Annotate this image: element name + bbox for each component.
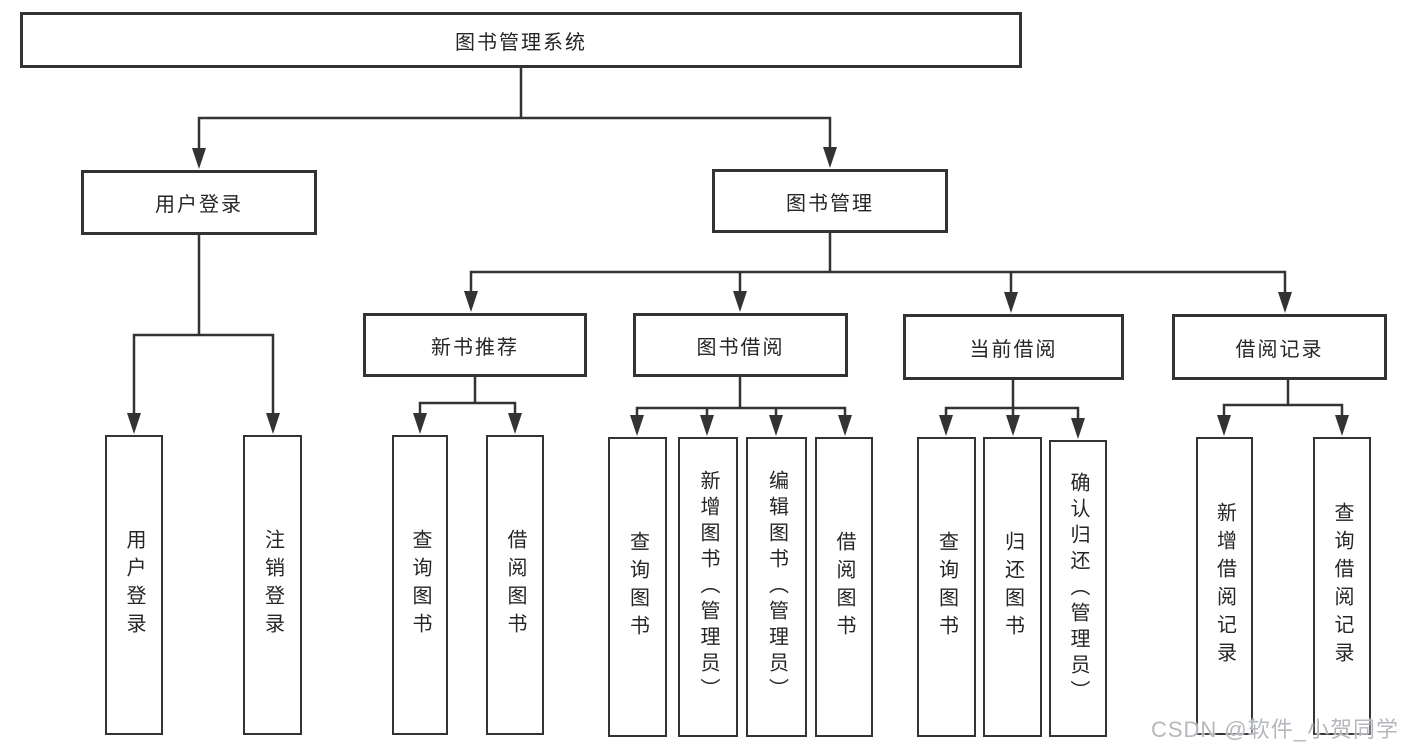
leaf-bb-add-book-admin-label: 新增图书（管理员） [697,470,719,704]
node-book-borrow-label: 图书借阅 [696,336,785,359]
leaf-br-query-record: 查询借阅记录 [1313,437,1371,735]
leaf-nbr-borrow-book: 借阅图书 [486,435,544,735]
leaf-cb-query-book: 查询图书 [917,437,976,737]
node-new-book-rec-label: 新书推荐 [431,336,519,359]
leaf-bb-borrow-book: 借阅图书 [815,437,873,737]
leaf-logout: 注销登录 [243,435,302,735]
leaf-bb-borrow-book-label: 借阅图书 [833,531,855,643]
leaf-cb-query-book-label: 查询图书 [935,531,958,643]
leaf-nbr-borrow-book-label: 借阅图书 [504,529,526,641]
connector-root [197,66,832,152]
leaf-br-query-record-label: 查询借阅记录 [1331,502,1353,670]
node-borrow-records-label: 借阅记录 [1235,338,1324,361]
leaf-bb-add-book-admin: 新增图书（管理员） [678,437,738,737]
connector-borrow-records [1222,378,1344,419]
leaf-user-login: 用户登录 [105,435,163,735]
node-user-login-label: 用户登录 [155,194,243,216]
leaf-cb-confirm-return-admin-label: 确认归还（管理员） [1067,471,1089,706]
connector-book-mgmt [469,231,1287,296]
node-book-mgmt: 图书管理 [712,169,948,233]
node-current-borrow-label: 当前借阅 [969,338,1058,361]
leaf-br-add-record: 新增借阅记录 [1196,437,1253,735]
watermark-text: CSDN @软件_小贺同学 [1150,717,1399,742]
watermark: CSDN @软件_小贺同学 [1151,712,1399,744]
node-new-book-rec: 新书推荐 [363,313,587,377]
connector-new-book-rec [418,375,517,417]
connector-book-borrow [635,375,847,419]
leaf-bb-edit-book-admin: 编辑图书（管理员） [746,437,807,737]
node-root-label: 图书管理系统 [455,31,587,54]
leaf-nbr-query-book: 查询图书 [392,435,448,735]
leaf-logout-label: 注销登录 [261,529,284,641]
leaf-bb-edit-book-admin-label: 编辑图书（管理员） [765,470,788,704]
node-book-borrow: 图书借阅 [633,313,848,377]
leaf-cb-return-book: 归还图书 [983,437,1042,737]
arrowheads [127,147,1349,439]
leaf-user-login-label: 用户登录 [123,529,145,641]
leaf-br-add-record-label: 新增借阅记录 [1213,502,1236,670]
leaf-bb-query-book: 查询图书 [608,437,667,737]
connector-current-borrow [944,378,1080,422]
node-current-borrow: 当前借阅 [903,314,1124,380]
connector-user-login [132,233,275,417]
leaf-nbr-query-book-label: 查询图书 [409,529,431,641]
node-user-login: 用户登录 [81,170,317,235]
leaf-bb-query-book-label: 查询图书 [626,531,649,643]
leaf-cb-confirm-return-admin: 确认归还（管理员） [1049,440,1107,737]
node-book-mgmt-label: 图书管理 [786,192,874,215]
node-borrow-records: 借阅记录 [1172,314,1387,380]
node-root: 图书管理系统 [20,12,1022,68]
leaf-cb-return-book-label: 归还图书 [1001,531,1024,643]
